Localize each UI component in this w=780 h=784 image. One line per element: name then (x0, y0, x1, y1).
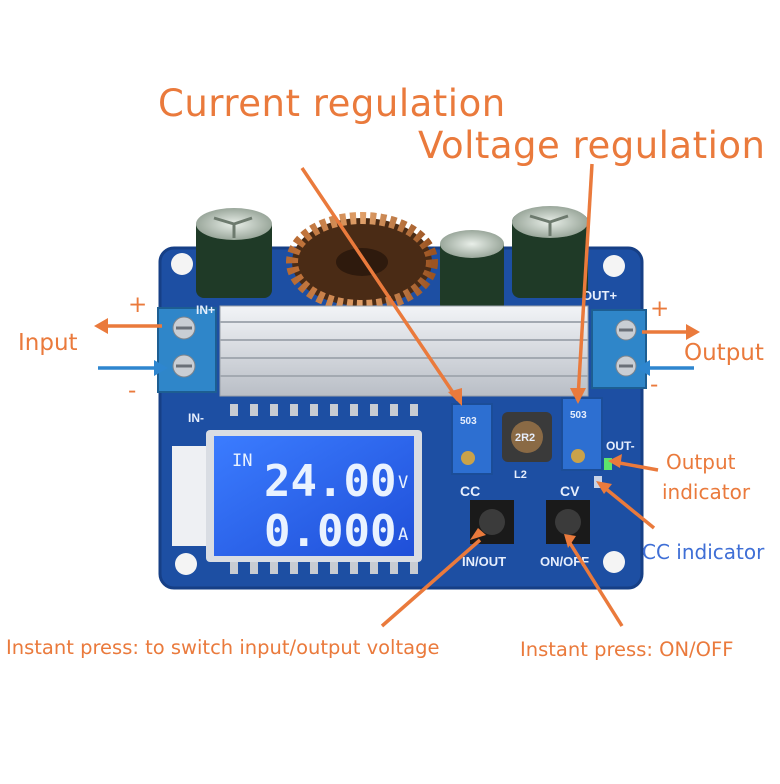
label-switch-press: Instant press: to switch input/output vo… (6, 636, 440, 659)
svg-text:503: 503 (570, 410, 587, 421)
silk-l2: L2 (514, 469, 527, 481)
capacitor-left (196, 208, 272, 298)
label-output-indicator-2: indicator (662, 480, 751, 504)
arrow-onoff-button (566, 539, 624, 627)
label-current-regulation: Current regulation (158, 82, 506, 125)
potentiometer-cv: 503 (561, 397, 603, 471)
label-onoff-press: Instant press: ON/OFF (520, 638, 734, 661)
lcd-voltage-unit: V (398, 473, 408, 493)
capacitor-middle (440, 230, 504, 312)
input-terminal (157, 307, 217, 393)
arrow-switch-button (380, 538, 482, 628)
silk-in-out: IN/OUT (462, 554, 506, 569)
arrow-current-regulation (300, 167, 460, 401)
arrowheads-blue (154, 360, 650, 376)
lcd-flex (172, 446, 208, 546)
mount-hole (171, 253, 193, 275)
silk-cv: CV (560, 483, 580, 499)
arrow-voltage-regulation (576, 163, 594, 399)
mount-hole (603, 551, 625, 573)
header-pins-bottom (230, 562, 418, 574)
silk-on-off: ON/OFF (540, 554, 589, 569)
label-plus-left: + (128, 292, 148, 318)
svg-text:2R2: 2R2 (515, 432, 535, 444)
in-out-button[interactable] (470, 500, 514, 544)
arrowheads (94, 318, 700, 548)
silk-out-plus: OUT+ (582, 288, 617, 303)
annotation-arrows (98, 163, 694, 628)
label-minus-left: - (128, 378, 137, 404)
silk-out-minus: OUT- (606, 439, 635, 453)
output-led (604, 458, 612, 470)
lcd-voltage: 24.00 (264, 456, 396, 507)
lcd-display: IN 24.00 V 0.000 A (206, 430, 422, 562)
mount-hole (603, 255, 625, 277)
lcd-current: 0.000 (264, 506, 396, 557)
potentiometer-cc: 503 (451, 403, 493, 475)
silk-in-minus: IN- (188, 411, 204, 425)
lcd-current-unit: A (398, 525, 408, 545)
arrow-cc-indicator (598, 482, 656, 530)
lcd-mode: IN (232, 451, 252, 471)
label-cc-indicator: CC indicator (642, 540, 765, 564)
label-output-indicator-1: Output (666, 450, 736, 474)
output-terminal (591, 309, 647, 389)
label-output: Output (684, 340, 764, 366)
arrow-output-indicator (613, 460, 659, 472)
label-voltage-regulation: Voltage regulation (418, 124, 766, 167)
svg-text:503: 503 (460, 416, 477, 427)
toroid-coil (286, 212, 438, 312)
silk-cc: CC (460, 483, 480, 499)
label-input: Input (18, 330, 78, 356)
inductor-l2: 2R2 (502, 412, 552, 462)
silk-in-plus: IN+ (196, 303, 215, 317)
mount-hole (175, 553, 197, 575)
header-pins-top (230, 404, 418, 416)
capacitor-right (512, 206, 588, 298)
label-plus-right: + (650, 296, 670, 322)
label-minus-right: - (650, 372, 659, 398)
